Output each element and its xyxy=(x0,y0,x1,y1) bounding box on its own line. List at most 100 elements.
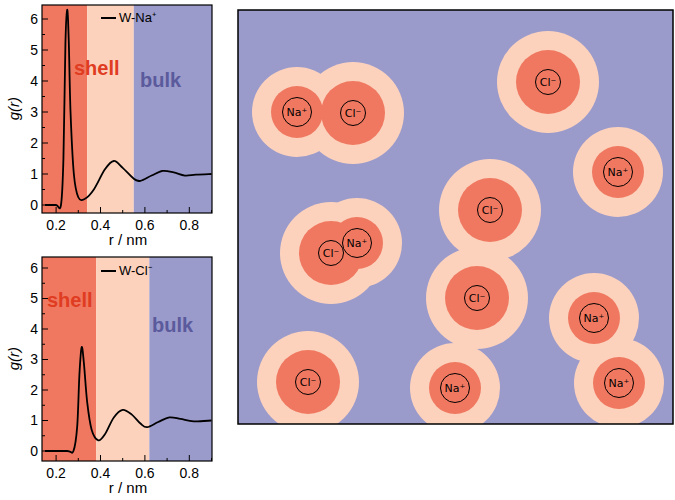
ion-circle: Na⁺ xyxy=(282,97,312,127)
x-tick xyxy=(122,210,123,213)
rdf-curve xyxy=(45,347,212,453)
ion-circle: Cl⁻ xyxy=(318,240,344,266)
ion-circle: Cl⁻ xyxy=(340,100,366,126)
y-tick xyxy=(42,127,45,128)
second-hydration-shell xyxy=(257,331,359,424)
tick-label: 5 xyxy=(30,42,38,58)
x-tick xyxy=(122,458,123,461)
ion-circle: Na⁺ xyxy=(342,228,372,258)
first-hydration-shell xyxy=(331,217,383,269)
y-tick xyxy=(42,374,45,375)
axis-title: g(r) xyxy=(5,97,22,120)
ion-label: Cl⁻ xyxy=(540,77,557,88)
region-label: shell xyxy=(74,57,120,80)
second-shell-region xyxy=(96,257,149,461)
y-tick xyxy=(42,344,45,345)
panel-frame xyxy=(238,10,673,424)
y-tick xyxy=(42,19,48,20)
tick-label: 6 xyxy=(30,11,38,27)
y-tick xyxy=(42,81,48,82)
y-tick xyxy=(42,405,45,406)
legend-line-sample xyxy=(101,270,116,272)
second-hydration-shell xyxy=(439,159,541,261)
y-tick xyxy=(42,313,45,314)
rdf-curve xyxy=(45,10,212,209)
ion-label: Cl⁻ xyxy=(482,205,499,216)
tick-label: 2 xyxy=(30,382,38,398)
region-label: bulk xyxy=(140,69,181,92)
axis-title: g(r) xyxy=(5,347,22,370)
y-tick xyxy=(42,50,48,51)
y-tick xyxy=(42,189,45,190)
first-hydration-shell xyxy=(429,362,481,414)
y-tick xyxy=(42,435,45,436)
y-tick xyxy=(42,112,48,113)
x-tick xyxy=(56,455,57,461)
y-tick xyxy=(42,268,48,269)
y-tick xyxy=(42,283,45,284)
x-tick xyxy=(56,207,57,213)
second-hydration-shell xyxy=(426,247,528,349)
axis-title: r / nm xyxy=(109,479,147,496)
tick-label: 1 xyxy=(30,166,38,182)
axis-title: r / nm xyxy=(109,231,147,248)
second-hydration-shell xyxy=(573,127,663,217)
tick-label: 0.2 xyxy=(46,217,65,233)
first-hydration-shell xyxy=(592,146,644,198)
second-shell-region xyxy=(87,5,134,213)
ion-circle: Cl⁻ xyxy=(477,197,503,223)
y-tick xyxy=(42,158,45,159)
ion-label: Na⁺ xyxy=(287,107,308,118)
y-tick xyxy=(42,174,48,175)
shell-layer xyxy=(252,31,664,424)
tick-label: 4 xyxy=(30,321,38,337)
tick-label: 4 xyxy=(30,73,38,89)
x-tick xyxy=(167,210,168,213)
tick-label: 5 xyxy=(30,290,38,306)
tick-label: 0.4 xyxy=(91,465,110,481)
y-tick xyxy=(42,65,45,66)
second-hydration-shell xyxy=(497,31,599,133)
tick-label: 0.8 xyxy=(180,217,199,233)
y-tick xyxy=(42,390,48,391)
first-hydration-shell xyxy=(568,292,620,344)
second-hydration-shell xyxy=(574,338,664,424)
bulk-region xyxy=(134,5,212,213)
tick-label: 0.8 xyxy=(180,465,199,481)
y-tick xyxy=(42,329,48,330)
plot-frame xyxy=(42,5,212,213)
x-tick xyxy=(78,458,79,461)
ion-circle: Na⁺ xyxy=(604,368,634,398)
ion-circle: Na⁺ xyxy=(603,157,633,187)
ion-circle: Cl⁻ xyxy=(535,69,561,95)
x-tick xyxy=(211,210,212,213)
y-tick xyxy=(42,359,48,360)
ion-circle: Cl⁻ xyxy=(295,369,321,395)
region-label: shell xyxy=(47,289,93,312)
first-hydration-shell xyxy=(458,178,522,242)
tick-label: 1 xyxy=(30,412,38,428)
tick-label: 0.6 xyxy=(135,465,154,481)
ion-label: Cl⁻ xyxy=(469,293,486,304)
y-tick xyxy=(42,205,48,206)
ion-label: Na⁺ xyxy=(584,313,605,324)
ion-label: Na⁺ xyxy=(347,238,368,249)
first-hydration-shell xyxy=(516,50,580,114)
ion-label: Na⁺ xyxy=(445,383,466,394)
second-hydration-shell xyxy=(410,343,500,424)
legend-line-sample xyxy=(101,17,116,19)
x-tick xyxy=(100,207,101,213)
y-tick xyxy=(42,96,45,97)
y-tick xyxy=(42,143,48,144)
ion-label: Cl⁻ xyxy=(323,248,340,259)
y-tick xyxy=(42,34,45,35)
x-tick xyxy=(189,207,190,213)
first-hydration-shell xyxy=(271,86,323,138)
first-hydration-shell xyxy=(593,357,645,409)
tick-label: 0 xyxy=(30,443,38,459)
ion-circle: Na⁺ xyxy=(440,373,470,403)
tick-label: 2 xyxy=(30,135,38,151)
first-shell-region xyxy=(42,257,96,461)
y-tick xyxy=(42,420,48,421)
